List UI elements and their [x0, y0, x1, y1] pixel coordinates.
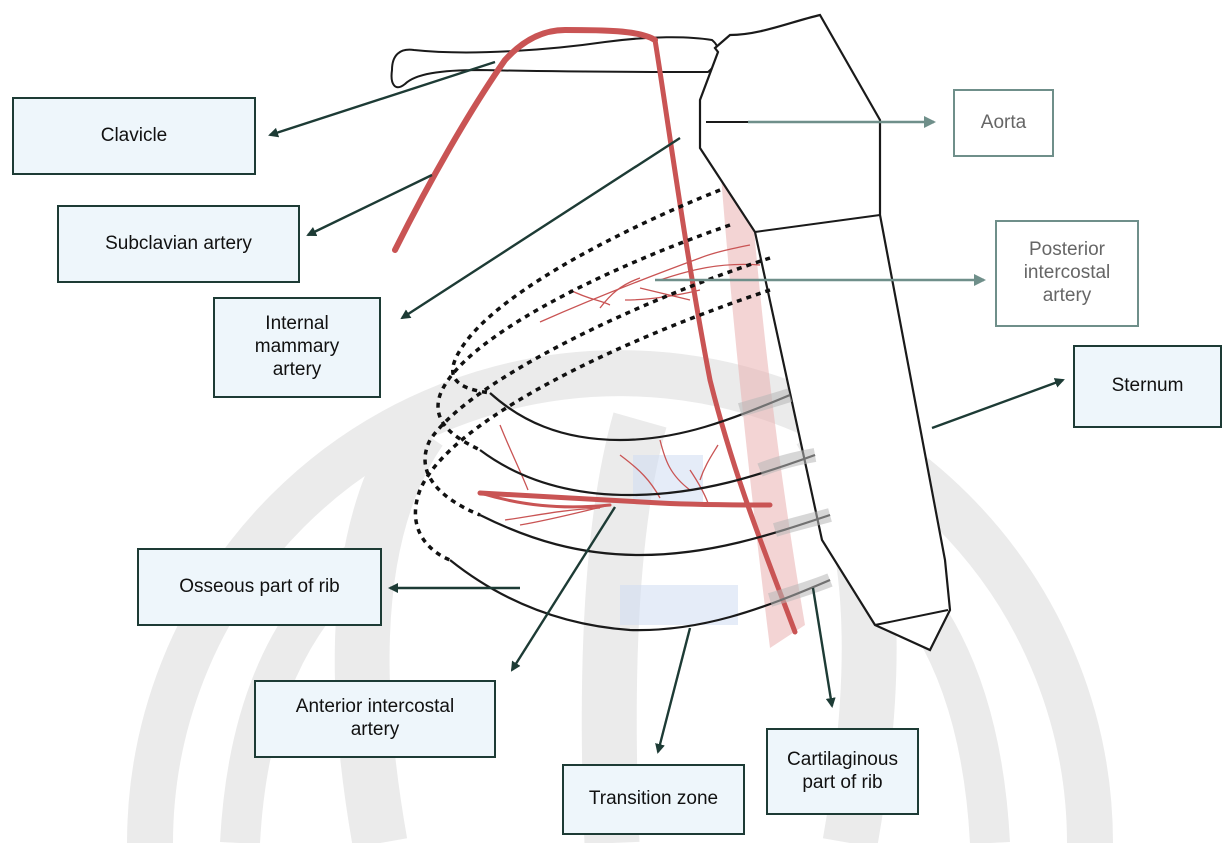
arrow-sternum	[932, 380, 1063, 428]
cartilaginous-part-of-rib-label: Cartilaginous part of rib	[766, 728, 919, 815]
internal-mammary-artery-label: Internal mammary artery	[213, 297, 381, 398]
arrow-subclavian-artery	[308, 175, 432, 235]
subclavian-artery-label: Subclavian artery	[57, 205, 300, 283]
transition-zone-label: Transition zone	[562, 764, 745, 835]
sternum-label: Sternum	[1073, 345, 1222, 428]
arrow-transition-zone	[658, 628, 690, 752]
posterior-intercostal-artery-label: Posterior intercostal artery	[995, 220, 1139, 327]
aorta-label: Aorta	[953, 89, 1054, 157]
anterior-intercostal-artery-label: Anterior intercostal artery	[254, 680, 496, 758]
clavicle-label: Clavicle	[12, 97, 256, 175]
arrow-cartilaginous-part-of-rib	[813, 588, 832, 706]
osseous-part-of-rib-label: Osseous part of rib	[137, 548, 382, 626]
arrow-internal-mammary-artery	[402, 138, 680, 318]
